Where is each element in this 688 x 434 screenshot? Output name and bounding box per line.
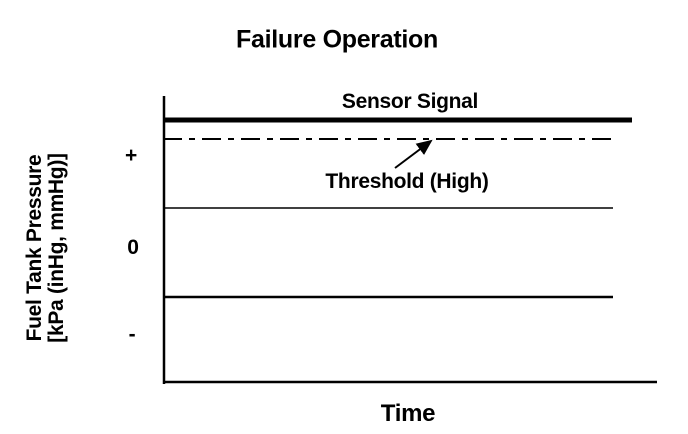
y-axis-tick-plus: + <box>125 144 137 167</box>
y-axis-tick-minus: - <box>128 323 136 346</box>
threshold-high-label: Threshold (High) <box>325 170 489 193</box>
y-axis-title-line1: Fuel Tank Pressure <box>23 154 46 342</box>
y-axis-title: Fuel Tank Pressure [kPa (inHg, mmHg)] <box>23 153 68 343</box>
y-axis-title-line2: [kPa (inHg, mmHg)] <box>45 153 68 343</box>
page-title: Failure Operation <box>236 25 438 54</box>
x-axis-title: Time <box>380 400 436 427</box>
threshold-annotation-arrow <box>394 139 433 169</box>
y-axis-tick-zero: 0 <box>127 236 139 259</box>
sensor-signal-label: Sensor Signal <box>341 90 479 113</box>
